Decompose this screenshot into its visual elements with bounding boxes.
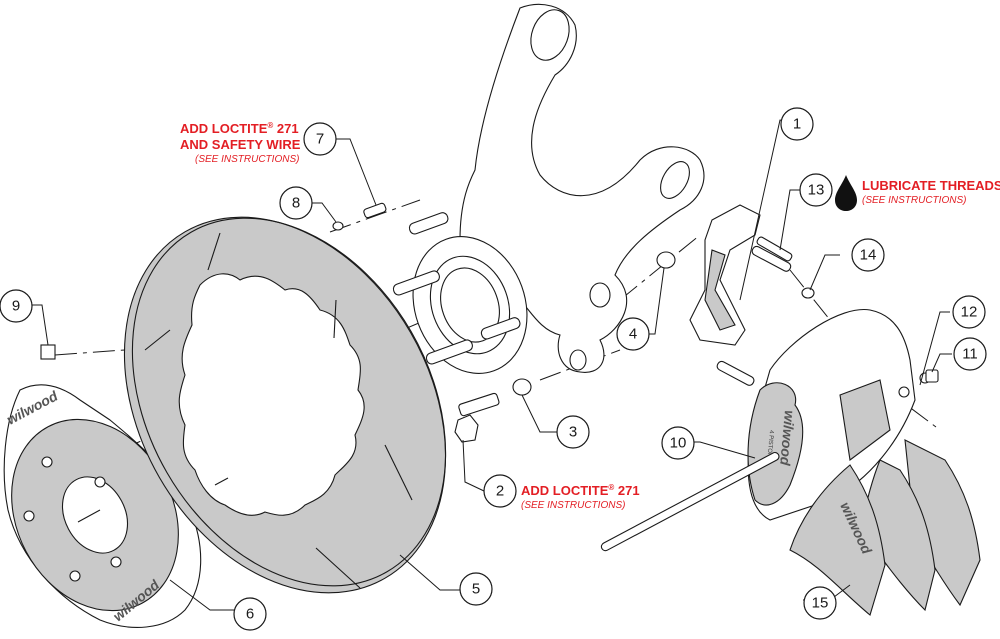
callout-number: 9 xyxy=(12,298,20,315)
callout-1: 1 xyxy=(780,107,814,141)
callout-8: 8 xyxy=(279,186,313,220)
callout-11: 11 xyxy=(953,337,987,371)
callout-13: 13 xyxy=(799,173,833,207)
note-loctite: ADD LOCTITE® 271 (SEE INSTRUCTIONS) xyxy=(521,483,640,511)
callout-5: 5 xyxy=(459,572,493,606)
brake-pads-part: wilwood xyxy=(789,439,981,616)
note-sub: (SEE INSTRUCTIONS) xyxy=(195,154,299,165)
bracket-bolt-head xyxy=(454,414,479,443)
callout-number: 13 xyxy=(808,182,825,199)
callout-2: 2 xyxy=(483,474,517,508)
bracket-washer-part xyxy=(512,378,532,396)
bracket-bolt-part xyxy=(458,392,500,417)
callout-14: 14 xyxy=(851,238,885,272)
callout-10: 10 xyxy=(661,426,695,460)
note-line1: ADD LOCTITE® 271 xyxy=(180,121,299,136)
callout-number: 3 xyxy=(569,424,577,441)
callout-number: 10 xyxy=(670,435,687,452)
caliper-bracket-part xyxy=(689,204,792,386)
note-line2: AND SAFETY WIRE xyxy=(180,137,301,152)
note-loctite-safety-wire: ADD LOCTITE® 271 AND SAFETY WIRE (SEE IN… xyxy=(180,121,301,165)
callout-number: 4 xyxy=(629,326,637,343)
callout-number: 2 xyxy=(496,483,504,500)
callout-number: 8 xyxy=(292,195,300,212)
knuckle-hub-assembly xyxy=(392,3,705,374)
callout-number: 12 xyxy=(961,304,978,321)
stud-washer-part xyxy=(801,287,815,299)
callout-number: 11 xyxy=(962,346,978,363)
rotor-bolt-part xyxy=(363,202,387,219)
shim-washer-part xyxy=(656,251,676,269)
callout-number: 14 xyxy=(860,247,877,264)
rotor-nut-part xyxy=(40,344,56,360)
rotor-part xyxy=(123,216,447,594)
hat-part: wilwood wilwood xyxy=(3,384,202,628)
oil-drop-icon xyxy=(835,175,857,211)
note-sub: (SEE INSTRUCTIONS) xyxy=(862,195,966,206)
callout-15: 15 xyxy=(803,586,837,620)
callout-number: 7 xyxy=(316,131,324,148)
callout-number: 15 xyxy=(812,595,829,612)
callout-9: 9 xyxy=(0,289,33,323)
caliper-model-label: 4 PISTON xyxy=(766,430,774,458)
callout-6: 6 xyxy=(233,597,267,631)
hardware-parts xyxy=(40,202,815,443)
note-sub: (SEE INSTRUCTIONS) xyxy=(521,500,625,511)
note-line1: ADD LOCTITE® 271 xyxy=(521,483,640,498)
callout-number: 6 xyxy=(246,606,254,623)
callout-number: 5 xyxy=(472,581,480,598)
callout-12: 12 xyxy=(952,295,986,329)
callout-7: 7 xyxy=(303,122,337,156)
caliper-logo: wilwood xyxy=(777,410,798,467)
caliper-stud-part xyxy=(756,236,793,262)
note-line1: LUBRICATE THREADS xyxy=(862,178,1000,193)
callout-4: 4 xyxy=(616,317,650,351)
leader-lines xyxy=(32,119,952,611)
callout-number: 1 xyxy=(793,116,801,133)
caliper-part: wilwood 4 PISTON xyxy=(600,309,939,552)
rotor-washer-part xyxy=(332,221,344,231)
callout-3: 3 xyxy=(556,415,590,449)
note-lubricate-threads: LUBRICATE THREADS (SEE INSTRUCTIONS) xyxy=(835,175,1000,211)
